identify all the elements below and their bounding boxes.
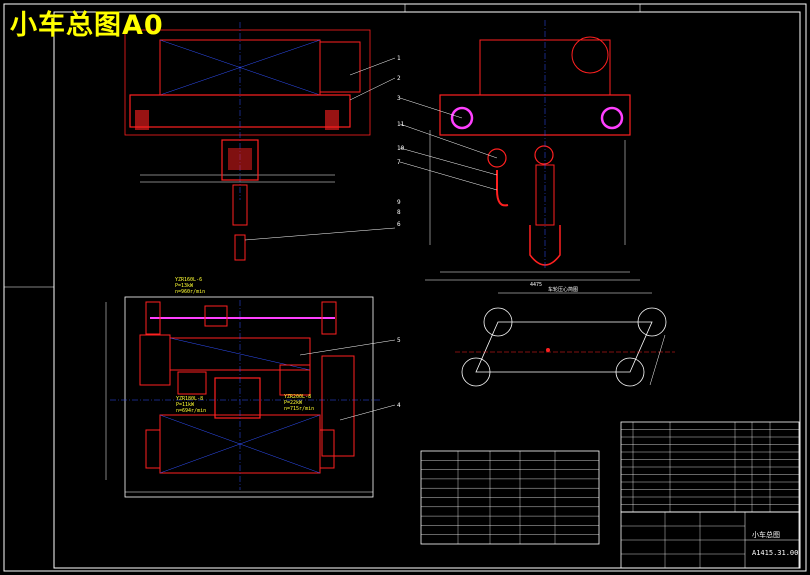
leader-5b — [299, 339, 396, 356]
hook-shank — [232, 184, 248, 226]
leader-7 — [399, 161, 498, 191]
wheel-tl — [145, 301, 161, 335]
layout-dim-diag — [649, 334, 666, 386]
motor-top-speed: n=960r/min — [175, 289, 206, 295]
motor-top-model: YZR160L-6 — [175, 277, 203, 283]
wheel-layout-title: 车轮压心简图 — [548, 287, 579, 293]
motor-mid-power: P=22kW — [284, 400, 303, 406]
hook-tip — [234, 234, 246, 261]
motor-spec-left: YZR180L-8 P=11kW n=694r/min — [176, 396, 206, 414]
titleblock-drawing-name: 小车总图 — [752, 531, 780, 539]
callout-numbers: 1 2 3 11 10 7 9 8 6 5 4 — [397, 55, 405, 409]
side-wheel-left — [450, 106, 474, 130]
title-block — [620, 511, 800, 569]
outer-frame — [3, 3, 807, 572]
callout-5: 5 — [397, 337, 401, 344]
spec-grid-rows — [421, 460, 599, 535]
motor-spec-mid: YZR200L-8 P=22kW n=715r/min — [284, 394, 314, 412]
motor-mid-plan — [279, 364, 311, 396]
wheel-layout-diagram — [455, 292, 675, 387]
leader-1 — [349, 57, 396, 76]
callout-10: 10 — [397, 145, 405, 152]
motor-top-power: P=13kW — [175, 283, 194, 289]
callout-11: 11 — [397, 121, 405, 128]
hook-block-front — [221, 139, 259, 181]
wheel-br — [319, 429, 335, 469]
motor-left-speed: n=694r/min — [176, 408, 207, 414]
motor-left-model: YZR180L-8 — [176, 396, 204, 402]
side-view — [399, 20, 640, 281]
callout-3: 3 — [397, 95, 401, 102]
inner-frame — [53, 11, 801, 569]
leader-2 — [349, 77, 396, 101]
motor-left-plan — [177, 371, 207, 395]
side-total-dimension: 4475 — [530, 282, 543, 288]
drawing-title: 小车总图A0 — [10, 10, 164, 41]
layout-wheel-bl — [461, 357, 491, 387]
plan-view — [105, 296, 396, 498]
leader-5 — [244, 227, 396, 241]
side-drum — [571, 36, 609, 74]
leader-4 — [339, 404, 396, 421]
motor-mid-speed: n=715r/min — [284, 406, 315, 412]
layout-wheel-br — [615, 357, 645, 387]
motor-left-power: P=11kW — [176, 402, 195, 408]
motor-spec-top: YZR160L-6 P=13kW n=960r/min — [175, 277, 205, 295]
side-wheel-right — [600, 106, 624, 130]
hoist-reducer-plan — [214, 377, 261, 419]
gearbox-front — [319, 41, 361, 93]
titleblock-drawing-code: A1415.31.00 — [752, 549, 799, 557]
sheave-right — [534, 145, 554, 165]
layout-wheel-tr — [637, 307, 667, 337]
callout-7: 7 — [397, 159, 401, 166]
right-wheel-front — [325, 110, 339, 130]
hook-block-inner — [228, 148, 252, 170]
front-outline — [124, 29, 371, 136]
sheave-left — [487, 148, 507, 168]
side-hook — [496, 170, 509, 207]
callout-9: 9 — [397, 199, 401, 206]
spec-grid-cols — [457, 451, 556, 544]
travel-motor — [204, 305, 228, 327]
leader-11 — [399, 123, 498, 159]
leader-3 — [399, 97, 463, 119]
gearbox-plan — [139, 334, 171, 386]
parts-grid-rows — [621, 429, 799, 513]
plan-outline — [124, 296, 374, 498]
layout-cog — [546, 348, 550, 352]
parts-list — [620, 421, 800, 513]
callout-4: 4 — [397, 402, 401, 409]
callout-6: 6 — [397, 221, 401, 228]
leader-10 — [399, 147, 498, 176]
callout-2: 2 — [397, 75, 401, 82]
gearbox-right-plan — [321, 355, 355, 457]
motor-mid-model: YZR200L-8 — [284, 394, 312, 400]
left-wheel-front — [135, 110, 149, 130]
callout-1: 1 — [397, 55, 401, 62]
layout-wheel-tl — [483, 307, 513, 337]
callout-8: 8 — [397, 209, 401, 216]
spec-table — [420, 450, 600, 545]
wheel-bl — [145, 429, 161, 469]
wheel-tr — [321, 301, 337, 335]
front-view — [124, 22, 396, 261]
wheel-layout-quad — [475, 321, 653, 373]
